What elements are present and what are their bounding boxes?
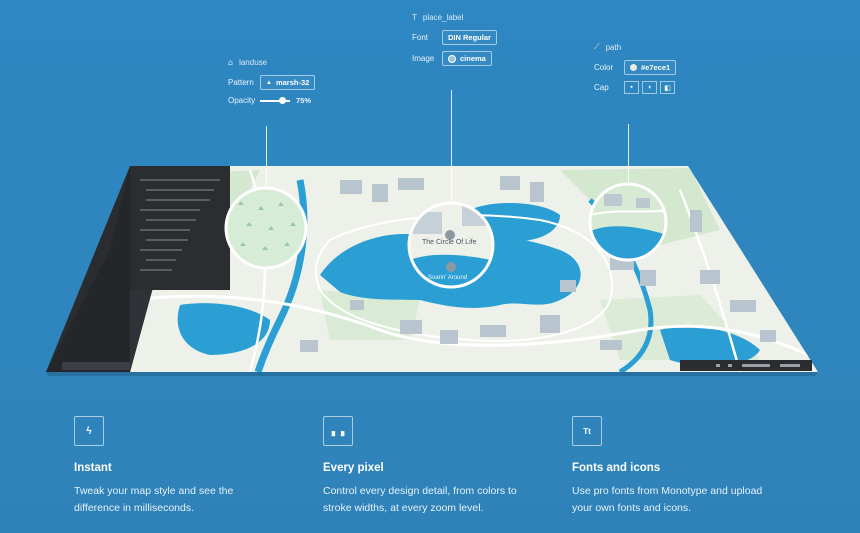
color-value: #e7ece1 [641, 63, 671, 72]
cap-square-button[interactable]: ◧ [660, 81, 675, 94]
feature-title: Every pixel [323, 462, 384, 474]
feature-desc-line: your own fonts and icons. [572, 502, 692, 514]
image-value: cinema [460, 54, 486, 63]
map-editor-preview: The Circle Of Life Soarin' Around [46, 166, 818, 376]
cap-label: Cap [594, 83, 609, 92]
image-select[interactable]: cinema [442, 51, 492, 66]
marsh-pattern-icon: ▲ [266, 79, 272, 86]
font-label: Font [412, 33, 429, 42]
feature-desc-line: stroke widths, at every zoom level. [323, 502, 484, 514]
panel-place-label-title: place_label [422, 13, 464, 22]
pattern-select[interactable]: ▲ marsh-32 [260, 75, 316, 90]
lightning-icon: ϟ [74, 416, 104, 446]
color-label: Color [594, 63, 614, 72]
cap-round-button[interactable]: ◖ [642, 81, 657, 94]
map-canvas [46, 166, 818, 376]
font-value: DIN Regular [448, 33, 491, 42]
poi-label-soarin: Soarin' Around [428, 275, 468, 281]
pattern-value: marsh-32 [275, 78, 310, 87]
cinema-icon [448, 54, 456, 63]
image-label: Image [412, 54, 435, 63]
feature-desc-line: Use pro fonts from Monotype and upload [572, 485, 763, 497]
text-size-icon: Tt [572, 416, 602, 446]
leader-line-place-label [451, 90, 452, 203]
feature-every-pixel: ▖▗ Every pixel Control every design deta… [323, 416, 563, 517]
cap-butt-button[interactable]: ▪ [624, 81, 639, 94]
feature-fonts-and-icons: Tt Fonts and icons Use pro fonts from Mo… [572, 416, 812, 517]
feature-description: Control every design detail, from colors… [323, 483, 563, 517]
opacity-value: 75% [296, 96, 312, 105]
map-shadow [46, 372, 818, 376]
opacity-label: Opacity [228, 96, 256, 105]
text-icon: T [412, 13, 417, 22]
bars-icon: ▖▗ [323, 416, 353, 446]
pattern-label: Pattern [228, 78, 254, 87]
feature-desc-line: difference in milliseconds. [74, 502, 195, 514]
panel-landuse: ⌂ landuse Pattern ▲ marsh-32 Opacity 75% [228, 58, 316, 111]
color-picker[interactable]: #e7ece1 [624, 60, 677, 75]
feature-desc-line: Tweak your map style and see the [74, 485, 234, 497]
font-select[interactable]: DIN Regular [442, 30, 497, 45]
panel-path-title: path [605, 42, 622, 52]
zoom-lens-landuse [224, 186, 308, 270]
landuse-icon: ⌂ [228, 58, 234, 67]
feature-title: Instant [74, 462, 112, 474]
leader-line-path [628, 124, 629, 184]
panel-landuse-title: landuse [239, 58, 268, 67]
line-icon: ⟋ [594, 42, 600, 51]
feature-title: Fonts and icons [572, 462, 661, 474]
opacity-slider-knob[interactable] [279, 96, 286, 104]
poi-label-circle-of-life: The Circle Of Life [422, 239, 477, 246]
panel-path: ⟋ path Color #e7ece1 Cap ▪ ◖ ◧ [594, 42, 678, 100]
panel-place-label: T place_label Font DIN Regular Image cin… [412, 13, 497, 72]
feature-description: Use pro fonts from Monotype and upload y… [572, 483, 812, 517]
opacity-slider[interactable] [260, 96, 290, 104]
leader-line-landuse [266, 126, 267, 188]
zoom-lens-path [588, 182, 668, 262]
color-swatch [630, 64, 637, 71]
feature-description: Tweak your map style and see the differe… [74, 483, 314, 517]
feature-desc-line: Control every design detail, from colors… [323, 485, 517, 497]
feature-instant: ϟ Instant Tweak your map style and see t… [74, 416, 314, 517]
search-layers-field[interactable] [62, 362, 130, 370]
